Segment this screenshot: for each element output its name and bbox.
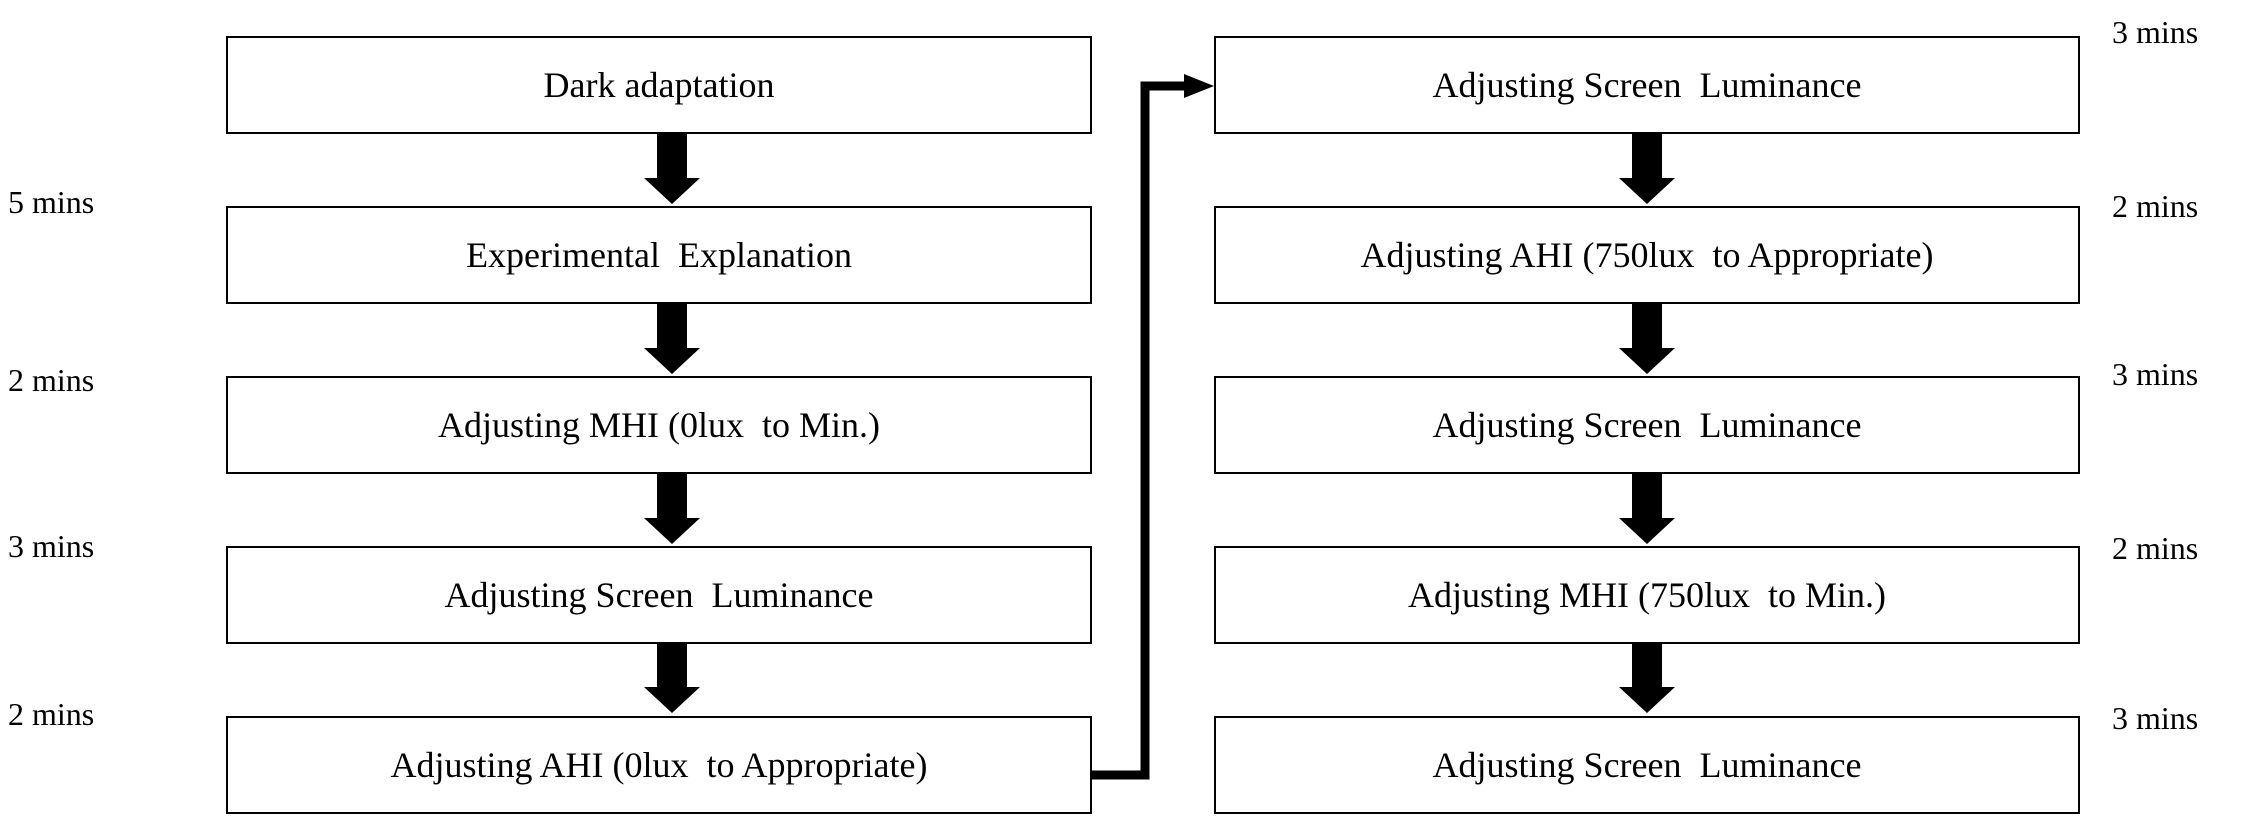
duration-label: 3 mins <box>8 528 95 564</box>
step-box-dark-adaptation: Dark adaptation <box>226 36 1092 134</box>
step-box-adjusting-ahi-750lux: Adjusting AHI (750lux to Appropriate) <box>1214 206 2080 304</box>
step-box-adjusting-screen-luminance: Adjusting Screen Luminance <box>1214 376 2080 474</box>
step-box-adjusting-mhi-0lux: Adjusting MHI (0lux to Min.) <box>226 376 1092 474</box>
step-box-adjusting-screen-luminance: Adjusting Screen Luminance <box>1214 36 2080 134</box>
duration-label: 3 mins <box>2112 14 2199 50</box>
step-box-adjusting-screen-luminance: Adjusting Screen Luminance <box>1214 716 2080 814</box>
down-arrow-icon <box>1619 134 1675 204</box>
duration-label: 2 mins <box>8 696 95 732</box>
down-arrow-icon <box>1619 304 1675 374</box>
down-arrow-icon <box>644 134 700 204</box>
down-arrow-icon <box>1619 643 1675 713</box>
step-box-experimental-explanation: Experimental Explanation <box>226 206 1092 304</box>
down-arrow-icon <box>644 304 700 374</box>
connector-line <box>1092 81 1190 780</box>
duration-label: 2 mins <box>2112 530 2199 566</box>
duration-label: 3 mins <box>2112 356 2199 392</box>
duration-label: 2 mins <box>2112 188 2199 224</box>
duration-label: 2 mins <box>8 362 95 398</box>
down-arrow-icon <box>644 474 700 544</box>
down-arrow-icon <box>1619 474 1675 544</box>
step-box-adjusting-ahi-0lux: Adjusting AHI (0lux to Appropriate) <box>226 716 1092 814</box>
right-arrow-icon <box>1184 74 1214 98</box>
step-box-adjusting-screen-luminance: Adjusting Screen Luminance <box>226 546 1092 644</box>
down-arrow-icon <box>644 643 700 713</box>
step-box-adjusting-mhi-750lux: Adjusting MHI (750lux to Min.) <box>1214 546 2080 644</box>
duration-label: 3 mins <box>2112 700 2199 736</box>
duration-label: 5 mins <box>8 184 95 220</box>
